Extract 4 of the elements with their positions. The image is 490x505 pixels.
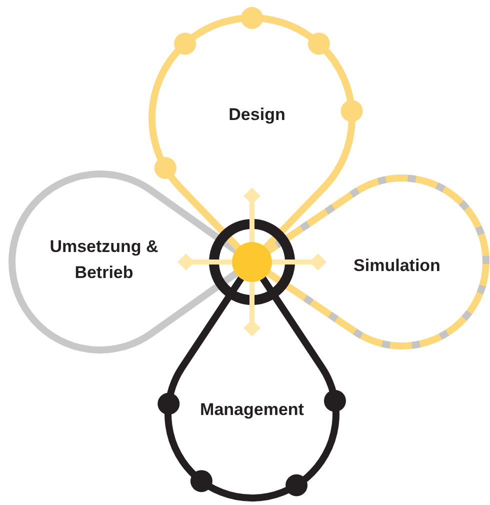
petal-label: Management <box>182 397 322 423</box>
petal-label: Simulation <box>337 253 457 279</box>
petal-label: Design <box>197 102 317 128</box>
petal-label: Umsetzung & Betrieb <box>49 234 159 286</box>
